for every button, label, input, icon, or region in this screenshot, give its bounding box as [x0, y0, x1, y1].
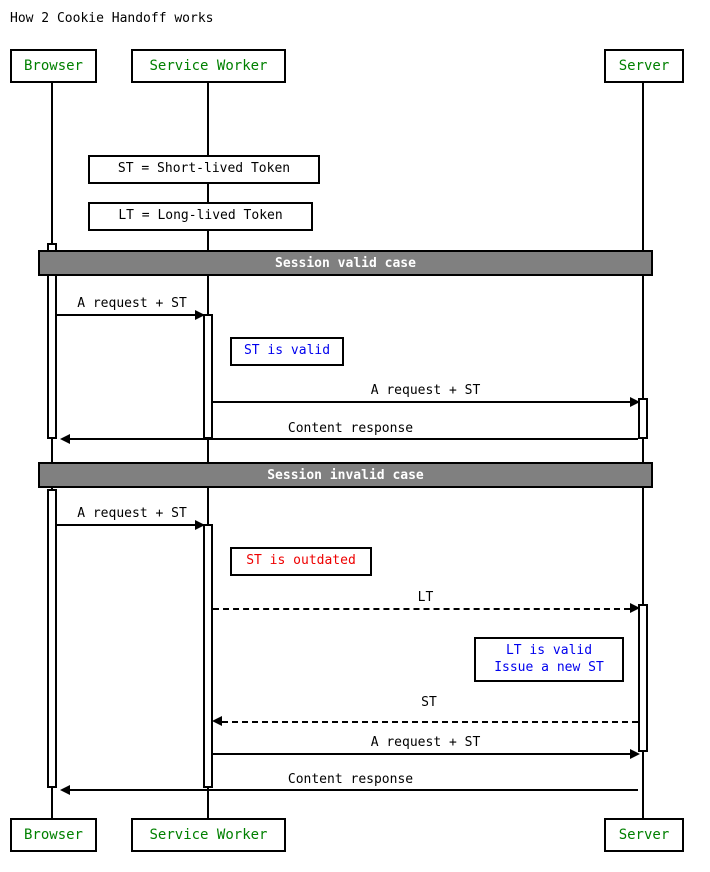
lifeline-browser — [51, 82, 53, 818]
message-arrowhead-8 — [60, 785, 70, 795]
message-line-5 — [213, 608, 630, 610]
message-label-2: A request + ST — [213, 383, 638, 398]
activation-service-worker-invalid — [203, 524, 213, 788]
note-st-is-outdated-text: ST is outdated — [246, 553, 356, 569]
participant-server-label-bottom: Server — [618, 827, 670, 843]
message-line-2 — [213, 401, 630, 403]
lifeline-server — [642, 82, 644, 818]
note-short-lived-token: ST = Short-lived Token — [88, 155, 320, 184]
participant-server-label: Server — [618, 58, 670, 74]
message-arrowhead-1 — [195, 310, 205, 320]
note-lt-is-valid: LT is valid Issue a new ST — [474, 637, 624, 682]
message-label-4-text: A request + ST — [77, 506, 187, 521]
message-label-5-text: LT — [417, 590, 434, 605]
participant-browser-label-bottom: Browser — [23, 827, 83, 843]
message-label-3-text: Content response — [287, 421, 414, 436]
note-long-lived-token-text: LT = Long-lived Token — [118, 208, 283, 224]
participant-service-worker-label: Service Worker — [149, 58, 268, 74]
message-label-4: A request + ST — [57, 506, 207, 521]
note-long-lived-token: LT = Long-lived Token — [88, 202, 313, 231]
message-label-1-text: A request + ST — [77, 296, 187, 311]
message-label-1: A request + ST — [57, 296, 207, 311]
section-divider-session-valid-label: Session valid case — [275, 255, 416, 271]
note-st-is-valid-text: ST is valid — [243, 343, 331, 359]
message-line-4 — [57, 524, 197, 526]
participant-browser-bottom[interactable]: Browser — [10, 818, 97, 852]
activation-browser-valid — [47, 243, 57, 439]
message-label-2-text: A request + ST — [370, 383, 481, 398]
message-line-3 — [70, 438, 638, 440]
message-arrowhead-6 — [212, 716, 222, 726]
message-label-6-text: ST — [421, 695, 437, 710]
participant-browser-top[interactable]: Browser — [10, 49, 97, 83]
message-line-1 — [57, 314, 197, 316]
activation-server-invalid — [638, 604, 648, 752]
note-st-is-outdated: ST is outdated — [230, 547, 372, 576]
message-label-5: LT — [213, 590, 638, 605]
message-label-3: Content response — [63, 421, 638, 436]
participant-server-bottom[interactable]: Server — [604, 818, 684, 852]
message-line-7 — [213, 753, 630, 755]
section-divider-session-invalid-label: Session invalid case — [267, 467, 424, 483]
section-divider-session-invalid: Session invalid case — [38, 462, 653, 488]
participant-server-top[interactable]: Server — [604, 49, 684, 83]
note-lt-is-valid-line2: Issue a new ST — [494, 659, 604, 675]
message-arrowhead-4 — [195, 520, 205, 530]
diagram-title: How 2 Cookie Handoff works — [10, 11, 214, 26]
message-label-6: ST — [220, 695, 638, 710]
message-label-7-text: A request + ST — [370, 735, 481, 750]
participant-browser-label: Browser — [23, 58, 83, 74]
note-st-is-valid: ST is valid — [230, 337, 344, 366]
note-short-lived-token-text: ST = Short-lived Token — [117, 161, 291, 177]
lifeline-service-worker — [207, 82, 209, 818]
message-arrowhead-2 — [630, 397, 640, 407]
message-line-6 — [222, 721, 638, 723]
participant-service-worker-bottom[interactable]: Service Worker — [131, 818, 286, 852]
message-label-8-text: Content response — [287, 772, 414, 787]
note-lt-is-valid-line1: LT is valid — [505, 643, 593, 659]
activation-server-valid — [638, 398, 648, 439]
participant-service-worker-top[interactable]: Service Worker — [131, 49, 286, 83]
message-line-8 — [70, 789, 638, 791]
message-arrowhead-5 — [630, 603, 640, 613]
section-divider-session-valid: Session valid case — [38, 250, 653, 276]
message-arrowhead-7 — [630, 749, 640, 759]
message-label-7: A request + ST — [213, 735, 638, 750]
activation-browser-invalid — [47, 489, 57, 788]
participant-service-worker-label-bottom: Service Worker — [149, 827, 268, 843]
message-label-8: Content response — [63, 772, 638, 787]
message-arrowhead-3 — [60, 434, 70, 444]
